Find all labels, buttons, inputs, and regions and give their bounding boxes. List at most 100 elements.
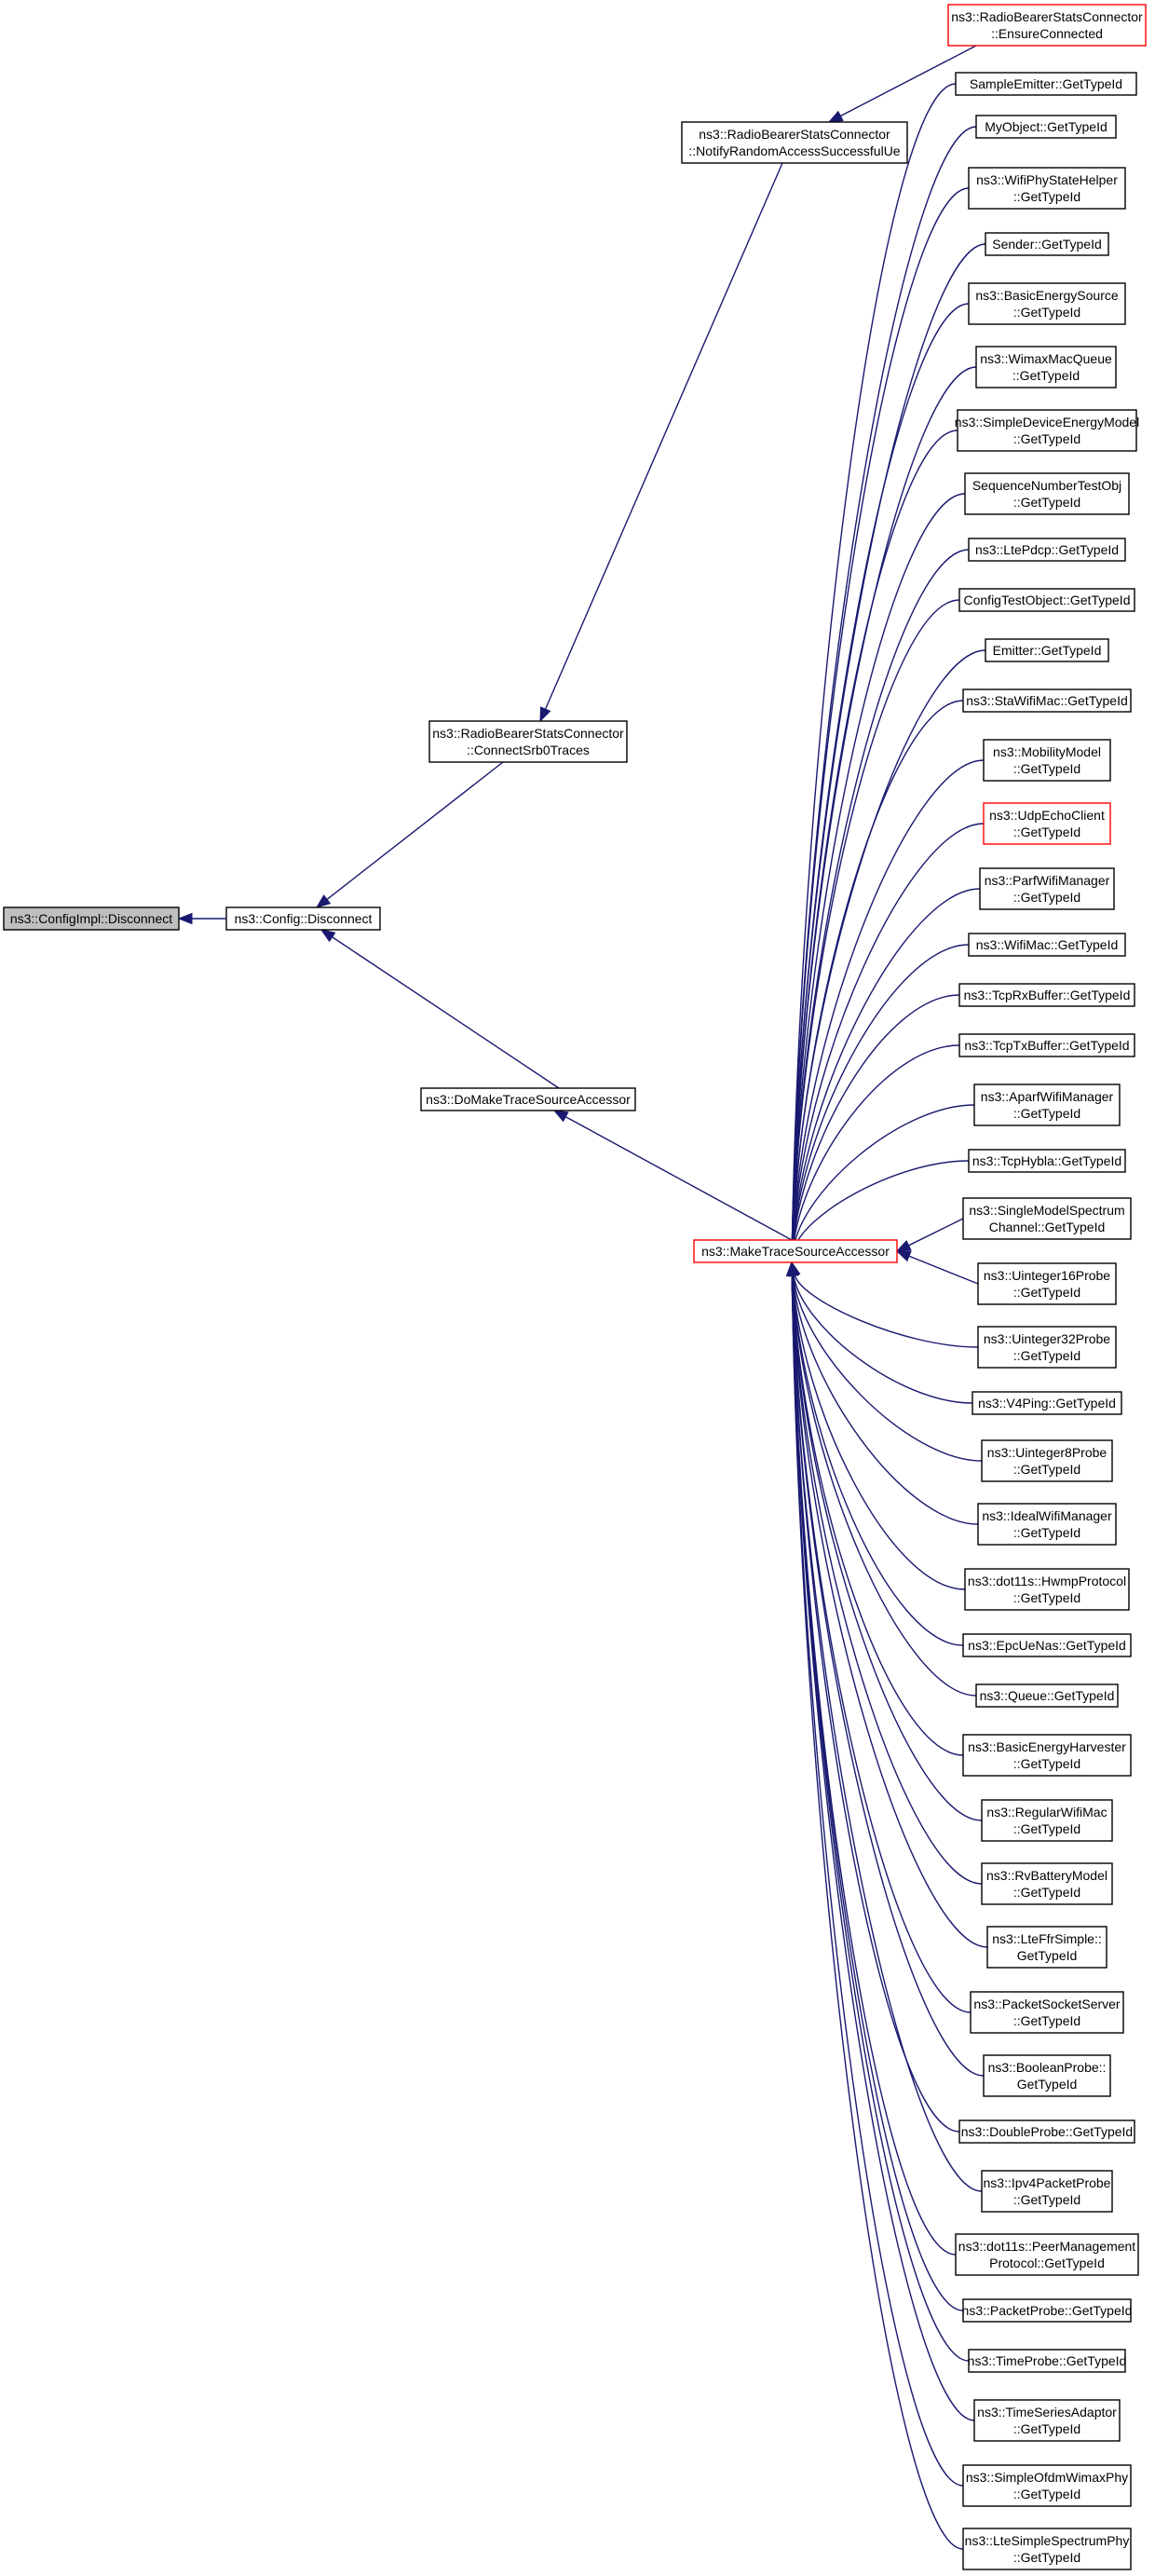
edge-caller-to-make-trace-source-accessor bbox=[794, 1274, 979, 1348]
node-ns3-timeseriesadaptor-gettypeid[interactable]: ns3::TimeSeriesAdaptor::GetTypeId bbox=[973, 2399, 1121, 2442]
node-ns3-basicenergyharvester-gettypeid[interactable]: ns3::BasicEnergyHarvester::GetTypeId bbox=[962, 1734, 1132, 1777]
edge-caller-to-make-trace-source-accessor bbox=[792, 888, 981, 1250]
node-ns3-parfwifimanager-gettypeid[interactable]: ns3::ParfWifiManager::GetTypeId bbox=[979, 867, 1115, 910]
node-ns3-idealwifimanager-gettypeid[interactable]: ns3::IdealWifiManager::GetTypeId bbox=[977, 1503, 1117, 1546]
edge-caller-to-make-trace-source-accessor bbox=[791, 700, 964, 1250]
node-ns3-uinteger32probe-gettypeid[interactable]: ns3::Uinteger32Probe::GetTypeId bbox=[977, 1326, 1117, 1369]
node-ns3-basicenergysource-gettypeid[interactable]: ns3::BasicEnergySource::GetTypeId bbox=[968, 282, 1126, 325]
node-ns3-aparfwifimanager-gettypeid[interactable]: ns3::AparfWifiManager::GetTypeId bbox=[973, 1084, 1121, 1126]
node-notify-random-access-successful-ue[interactable]: ns3::RadioBearerStatsConnector::NotifyRa… bbox=[681, 121, 908, 164]
node-ns3-udpechoclient-gettypeid[interactable]: ns3::UdpEchoClient::GetTypeId bbox=[983, 802, 1111, 845]
node-label-line: ::GetTypeId bbox=[1013, 1462, 1080, 1477]
node-ns3-lteffrsimple-gettypeid[interactable]: ns3::LteFfrSimple::GetTypeId bbox=[986, 1926, 1107, 1969]
node-label-line: ::ConnectSrb0Traces bbox=[467, 743, 590, 757]
node-ns3-dot11s-hwmpprotocol-gettypeid[interactable]: ns3::dot11s::HwmpProtocol::GetTypeId bbox=[964, 1568, 1130, 1611]
node-ns3-uinteger8probe-gettypeid[interactable]: ns3::Uinteger8Probe::GetTypeId bbox=[981, 1439, 1113, 1482]
node-label-line: ::GetTypeId bbox=[1013, 495, 1080, 510]
node-box bbox=[964, 472, 1130, 515]
node-label-line: ::NotifyRandomAccessSuccessfulUe bbox=[688, 143, 900, 158]
node-ns3-queue-gettypeid[interactable]: ns3::Queue::GetTypeId bbox=[975, 1683, 1119, 1708]
node-ns3-regularwifimac-gettypeid[interactable]: ns3::RegularWifiMac::GetTypeId bbox=[981, 1799, 1113, 1842]
node-ns3-mobilitymodel-gettypeid[interactable]: ns3::MobilityModel::GetTypeId bbox=[983, 739, 1111, 782]
node-ns3-packetprobe-gettypeid[interactable]: ns3::PacketProbe::GetTypeId bbox=[962, 2298, 1133, 2323]
edge-arrowhead bbox=[177, 912, 193, 925]
node-sender-gettypeid[interactable]: Sender::GetTypeId bbox=[985, 232, 1109, 256]
node-sampleemitter-gettypeid[interactable]: SampleEmitter::GetTypeId bbox=[955, 72, 1137, 96]
node-label-line: ::GetTypeId bbox=[1013, 1348, 1080, 1363]
node-sequencenumbertestobj-gettypeid[interactable]: SequenceNumberTestObj::GetTypeId bbox=[964, 472, 1130, 515]
node-ns3-v4ping-gettypeid[interactable]: ns3::V4Ping::GetTypeId bbox=[972, 1391, 1122, 1415]
edge-arrowhead bbox=[895, 1250, 912, 1262]
node-box bbox=[962, 1734, 1132, 1777]
node-ns3-uinteger16probe-gettypeid[interactable]: ns3::Uinteger16Probe::GetTypeId bbox=[977, 1262, 1117, 1305]
edge-caller-to-make-trace-source-accessor bbox=[908, 1218, 964, 1247]
node-ns3-ipv4packetprobe-gettypeid[interactable]: ns3::Ipv4PacketProbe::GetTypeId bbox=[981, 2170, 1113, 2213]
node-box bbox=[977, 1503, 1117, 1546]
node-label-line: ::GetTypeId bbox=[1013, 1756, 1080, 1771]
node-ns3-ltepdcp-gettypeid[interactable]: ns3::LtePdcp::GetTypeId bbox=[968, 538, 1126, 562]
node-label-line: ns3::RadioBearerStatsConnector bbox=[951, 9, 1143, 24]
edge-caller-to-make-trace-source-accessor bbox=[791, 1274, 985, 2077]
node-config-disconnect[interactable]: ns3::Config::Disconnect bbox=[225, 906, 381, 931]
node-box bbox=[962, 1197, 1132, 1240]
edge-caller-to-make-trace-source-accessor bbox=[791, 649, 986, 1250]
node-label-line: ns3::TcpRxBuffer::GetTypeId bbox=[964, 988, 1131, 1002]
edge-caller-to-make-trace-source-accessor bbox=[791, 1274, 983, 1885]
node-ns3-singlemodelspectrumchannel-gettypeid[interactable]: ns3::SingleModelSpectrumChannel::GetType… bbox=[962, 1197, 1132, 1240]
edge-ensure-to-notify bbox=[840, 45, 977, 117]
edge-caller-to-make-trace-source-accessor bbox=[792, 1274, 964, 1646]
node-label-line: ::GetTypeId bbox=[1013, 189, 1080, 204]
edge-do-make-to-config-disconnect bbox=[332, 936, 560, 1089]
node-label-line: ns3::IdealWifiManager bbox=[982, 1508, 1112, 1523]
node-ns3-doubleprobe-gettypeid[interactable]: ns3::DoubleProbe::GetTypeId bbox=[958, 2119, 1135, 2144]
node-label-line: ns3::WifiPhyStateHelper bbox=[976, 172, 1118, 187]
node-ns3-simpleofdmwimaxphy-gettypeid[interactable]: ns3::SimpleOfdmWimaxPhy::GetTypeId bbox=[962, 2464, 1132, 2507]
node-ensure-connected[interactable]: ns3::RadioBearerStatsConnector::EnsureCo… bbox=[947, 4, 1147, 47]
node-label-line: ns3::Uinteger8Probe bbox=[987, 1445, 1107, 1460]
node-box bbox=[947, 4, 1147, 47]
node-make-trace-source-accessor[interactable]: ns3::MakeTraceSourceAccessor bbox=[693, 1239, 898, 1263]
node-label-line: ns3::RvBatteryModel bbox=[986, 1868, 1107, 1883]
node-configimpl-disconnect[interactable]: ns3::ConfigImpl::Disconnect bbox=[3, 906, 180, 931]
edge-caller-to-make-trace-source-accessor bbox=[791, 1274, 964, 2550]
node-box bbox=[973, 2399, 1121, 2442]
node-emitter-gettypeid[interactable]: Emitter::GetTypeId bbox=[985, 638, 1109, 662]
node-ns3-tcptxbuffer-gettypeid[interactable]: ns3::TcpTxBuffer::GetTypeId bbox=[958, 1033, 1135, 1057]
node-ns3-rvbatterymodel-gettypeid[interactable]: ns3::RvBatteryModel::GetTypeId bbox=[981, 1862, 1113, 1905]
node-do-make-trace-source-accessor[interactable]: ns3::DoMakeTraceSourceAccessor bbox=[420, 1087, 636, 1111]
edge-arrowhead bbox=[552, 1110, 569, 1123]
node-connect-srb0-traces[interactable]: ns3::RadioBearerStatsConnector::ConnectS… bbox=[428, 720, 628, 763]
node-ns3-ltesimplespectrumphy-gettypeid[interactable]: ns3::LteSimpleSpectrumPhy::GetTypeId bbox=[962, 2528, 1132, 2570]
edge-caller-to-make-trace-source-accessor bbox=[908, 1255, 979, 1285]
node-ns3-stawifimac-gettypeid[interactable]: ns3::StaWifiMac::GetTypeId bbox=[962, 688, 1132, 713]
node-label-line: ns3::LtePdcp::GetTypeId bbox=[975, 542, 1119, 557]
node-label-line: ns3::V4Ping::GetTypeId bbox=[978, 1396, 1116, 1411]
edge-caller-to-make-trace-source-accessor bbox=[791, 1274, 983, 2192]
node-box bbox=[985, 638, 1109, 662]
node-myobject-gettypeid[interactable]: MyObject::GetTypeId bbox=[975, 115, 1117, 139]
node-box bbox=[964, 1568, 1130, 1611]
node-ns3-tcphybla-gettypeid[interactable]: ns3::TcpHybla::GetTypeId bbox=[968, 1149, 1126, 1173]
node-ns3-simpledeviceenergymodel-gettypeid[interactable]: ns3::SimpleDeviceEnergyModel::GetTypeId bbox=[955, 409, 1139, 452]
node-ns3-tcprxbuffer-gettypeid[interactable]: ns3::TcpRxBuffer::GetTypeId bbox=[958, 983, 1135, 1007]
node-label-line: ns3::TimeSeriesAdaptor bbox=[977, 2405, 1117, 2419]
node-ns3-dot11s-peermanagementprotocol-gettypeid[interactable]: ns3::dot11s::PeerManagementProtocol::Get… bbox=[955, 2233, 1139, 2276]
node-label-line: ns3::ConfigImpl::Disconnect bbox=[10, 911, 172, 926]
edge-connect-srb0-to-config-disconnect bbox=[326, 761, 504, 900]
node-ns3-wifiphystatehelper-gettypeid[interactable]: ns3::WifiPhyStateHelper::GetTypeId bbox=[968, 167, 1126, 210]
node-ns3-booleanprobe-gettypeid[interactable]: ns3::BooleanProbe::GetTypeId bbox=[983, 2054, 1111, 2097]
edge-arrowhead bbox=[786, 1261, 798, 1276]
node-label-line: ::GetTypeId bbox=[1013, 1821, 1080, 1836]
node-ns3-timeprobe-gettypeid[interactable]: ns3::TimeProbe::GetTypeId bbox=[968, 2349, 1127, 2373]
edge-caller-to-make-trace-source-accessor bbox=[791, 1274, 964, 1756]
edge-caller-to-make-trace-source-accessor bbox=[793, 1104, 975, 1250]
node-configtestobject-gettypeid[interactable]: ConfigTestObject::GetTypeId bbox=[958, 588, 1135, 612]
node-ns3-epcuenas-gettypeid[interactable]: ns3::EpcUeNas::GetTypeId bbox=[962, 1633, 1132, 1657]
node-box bbox=[981, 1439, 1113, 1482]
node-ns3-wimaxmacqueue-gettypeid[interactable]: ns3::WimaxMacQueue::GetTypeId bbox=[975, 346, 1117, 388]
node-ns3-wifimac-gettypeid[interactable]: ns3::WifiMac::GetTypeId bbox=[968, 933, 1126, 957]
node-ns3-packetsocketserver-gettypeid[interactable]: ns3::PacketSocketServer::GetTypeId bbox=[970, 1991, 1124, 2034]
edge-arrowhead bbox=[315, 894, 332, 908]
edge-caller-to-make-trace-source-accessor bbox=[793, 1274, 973, 1404]
